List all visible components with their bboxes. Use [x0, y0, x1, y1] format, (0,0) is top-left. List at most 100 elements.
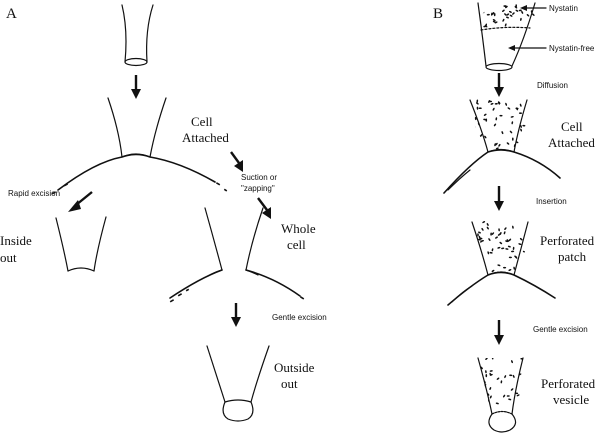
nystatin-particle [504, 13, 507, 16]
nystatin-particle [491, 248, 494, 252]
nystatin-particle [508, 238, 512, 242]
nystatin-particle [489, 373, 493, 376]
nystatin-particle [510, 116, 514, 118]
pipette-outside-out [206, 345, 270, 422]
nystatin-particle [473, 125, 476, 129]
nystatin-particle [518, 112, 523, 115]
nystatin-particle [505, 248, 509, 250]
nystatin-particle [478, 231, 481, 234]
panel-b-letter: B [433, 6, 443, 22]
nystatin-particle [498, 143, 501, 147]
nystatin-particle [514, 255, 517, 258]
nystatin-particle [520, 267, 523, 271]
nystatin-particle [509, 14, 513, 17]
nystatin-particle [489, 395, 492, 399]
nystatin-particle [505, 102, 508, 106]
nystatin-particle [488, 238, 491, 242]
nystatin-particle [507, 107, 511, 110]
nystatin-particle [479, 237, 483, 240]
nystatin-particle [503, 5, 507, 7]
nystatin-particle [520, 358, 523, 360]
nystatin-particle [480, 398, 483, 403]
nystatin-particle [524, 130, 527, 133]
nystatin-particle [526, 14, 530, 17]
label-perforated-patch-1: Perforated [540, 233, 595, 248]
nystatin-particle [523, 260, 526, 264]
nystatin-particle [508, 10, 512, 13]
nystatin-particle [509, 374, 513, 377]
pipette-free [121, 4, 154, 67]
nystatin-particle [515, 9, 519, 12]
nystatin-particle [492, 11, 495, 15]
nystatin-particle [490, 12, 493, 16]
pipette-b-cell-attached [443, 99, 561, 194]
nystatin-particle [508, 398, 512, 401]
nystatin-particle [494, 143, 496, 147]
label-outside-out-2: out [281, 376, 298, 391]
nystatin-particle [518, 9, 522, 12]
pipette-whole-cell [169, 207, 305, 303]
nystatin-particle [491, 358, 494, 360]
nystatin-particle [473, 252, 477, 254]
label-rapid-excision: Rapid excision [8, 189, 60, 198]
nystatin-particle [502, 9, 505, 12]
nystatin-particle [513, 266, 516, 270]
nystatin-particle [508, 269, 512, 271]
nystatin-particle [492, 19, 496, 22]
nystatin-particle [495, 402, 499, 405]
label-nystatin-free: Nystatin-free [549, 44, 595, 53]
nystatin-particle [512, 225, 514, 229]
nystatin-particle [500, 380, 503, 384]
nystatin-particle [510, 388, 514, 391]
nystatin-particle [506, 13, 510, 16]
nystatin-particle [483, 383, 487, 386]
nystatin-particle [504, 23, 507, 27]
nystatin-particle [499, 114, 503, 117]
label-suction-2: "zapping" [241, 184, 275, 193]
nystatin-particle [474, 116, 477, 121]
nystatin-dots-b3 [473, 221, 528, 273]
arrow-gentle-excision-b [494, 320, 504, 345]
nystatin-particle [515, 141, 519, 144]
pipette-inside-out [55, 216, 107, 272]
nystatin-particle [501, 131, 504, 135]
nystatin-particle [531, 13, 535, 16]
nystatin-particle [491, 269, 495, 273]
nystatin-particle [487, 251, 490, 255]
nystatin-particle [511, 121, 514, 125]
pipette-cell-attached [51, 97, 228, 195]
pipette-perforated-vesicle [477, 357, 524, 433]
nystatin-particle [487, 393, 490, 396]
nystatin-particle [483, 118, 487, 121]
nystatin-particle [515, 392, 519, 395]
nystatin-particle [482, 221, 486, 224]
nystatin-particle [519, 103, 522, 107]
arrow-to-suction [230, 151, 243, 172]
nystatin-particle [502, 18, 505, 22]
nystatin-particle [496, 377, 500, 380]
nystatin-particle [489, 370, 493, 372]
nystatin-particle [514, 6, 518, 9]
nystatin-particle [482, 266, 485, 270]
nystatin-particle [509, 130, 513, 134]
nystatin-particle [513, 144, 516, 148]
nystatin-particle [492, 107, 495, 111]
nystatin-particle [511, 137, 514, 141]
nystatin-particle [486, 226, 489, 230]
nystatin-particle [511, 360, 513, 364]
nystatin-particle [476, 99, 479, 103]
label-insertion: Insertion [536, 197, 567, 206]
nystatin-particle [483, 113, 487, 116]
arrow-to-whole-cell [257, 197, 271, 219]
nystatin-particle [486, 13, 490, 16]
nystatin-particle [511, 250, 515, 253]
nystatin-particle [489, 386, 492, 391]
label-gentle-excision-a: Gentle excision [272, 313, 327, 322]
arrow-down-b1 [494, 73, 504, 97]
nystatin-particle [518, 243, 522, 245]
label-suction-1: Suction or [241, 173, 277, 182]
nystatin-particle [475, 102, 479, 105]
nystatin-particle [508, 256, 512, 259]
nystatin-particle [503, 266, 507, 269]
